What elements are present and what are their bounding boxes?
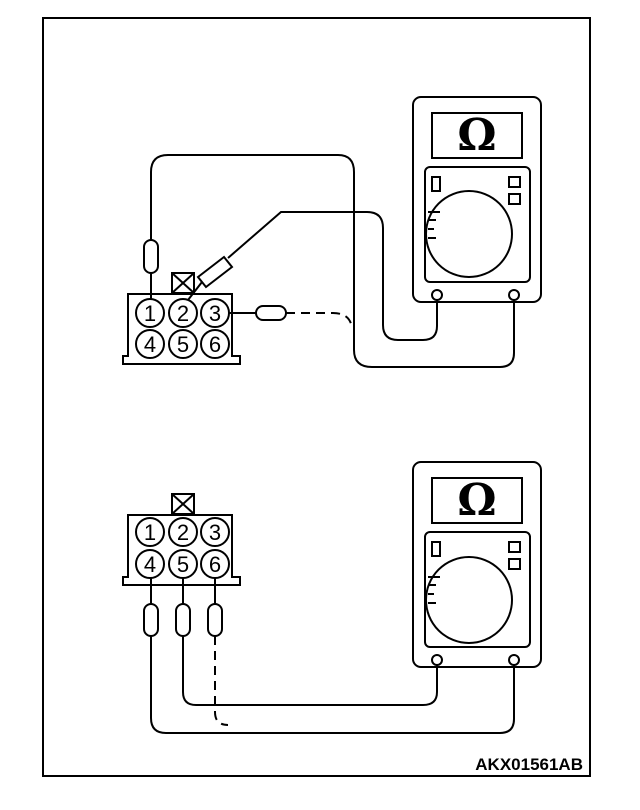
bottom-pin-5: 5	[177, 552, 189, 577]
test-probe-icon	[187, 255, 234, 301]
bottom-pin-3: 3	[209, 520, 221, 545]
bottom-pin-1: 1	[144, 520, 156, 545]
ohmmeter-icon: Ω	[412, 96, 542, 303]
test-lead	[182, 636, 438, 706]
test-probe-icon	[175, 578, 191, 637]
bottom-pin-2: 2	[177, 520, 189, 545]
top-assembly: Ω 1 2 3 4 5 6	[122, 96, 542, 368]
test-lead-dashed	[214, 636, 229, 726]
test-lead	[150, 636, 515, 734]
bottom-pin-6: 6	[209, 552, 221, 577]
meter-display-symbol: Ω	[457, 110, 496, 161]
top-pin-5: 5	[177, 332, 189, 357]
test-lead	[150, 154, 515, 368]
test-probe-icon	[143, 239, 159, 300]
test-probe-icon	[143, 578, 159, 637]
top-pin-4: 4	[144, 332, 156, 357]
lock-tab-icon	[171, 272, 195, 294]
figure-code: AKX01561AB	[475, 755, 583, 774]
top-pin-1: 1	[144, 301, 156, 326]
diagram-border	[42, 17, 591, 777]
test-lead-dashed	[286, 312, 353, 329]
test-probe-icon	[228, 305, 287, 321]
bottom-pin-4: 4	[144, 552, 156, 577]
test-probe-icon	[207, 578, 223, 637]
meter-display-symbol: Ω	[457, 475, 496, 526]
top-pin-3: 3	[209, 301, 221, 326]
ohmmeter-icon: Ω	[412, 461, 542, 668]
test-lead	[227, 211, 438, 341]
top-pin-6: 6	[209, 332, 221, 357]
top-pin-2: 2	[177, 301, 189, 326]
bottom-assembly: Ω 1 2 3 4 5 6	[122, 461, 542, 734]
lock-tab-icon	[171, 493, 195, 515]
